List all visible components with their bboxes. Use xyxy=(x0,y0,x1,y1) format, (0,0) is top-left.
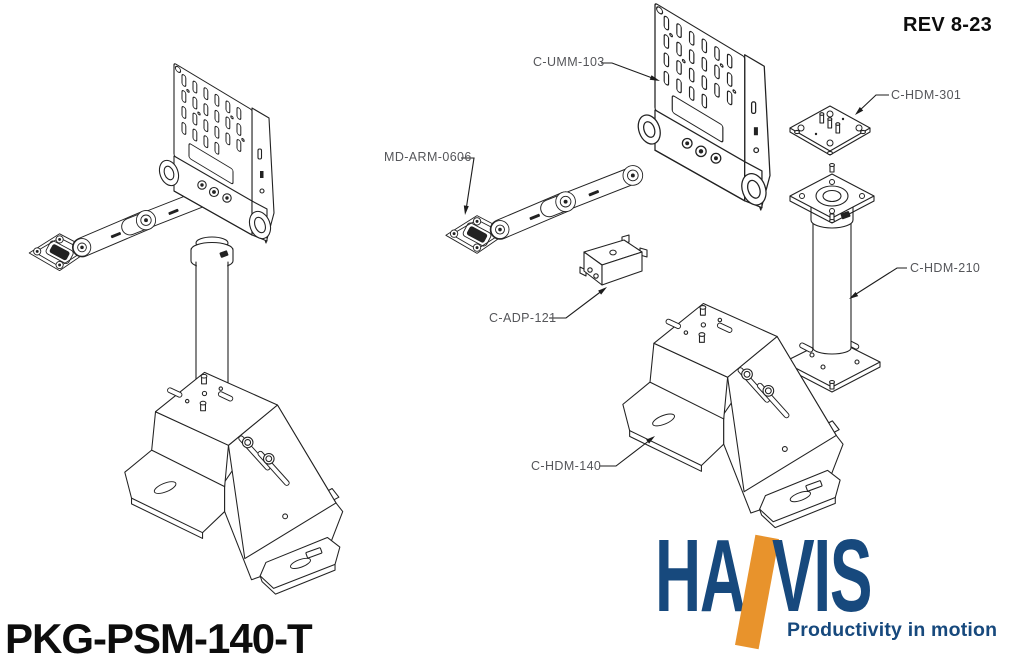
product-code: PKG-PSM-140-T xyxy=(5,615,313,662)
exploded-md-arm-0606-drawing xyxy=(446,166,643,254)
part-label-c-umm-103: C-UMM-103 xyxy=(533,55,605,69)
part-label-c-hdm-210: C-HDM-210 xyxy=(910,261,981,275)
part-label-c-hdm-301: C-HDM-301 xyxy=(891,88,962,102)
revision-label: REV 8-23 xyxy=(903,14,993,36)
assembled-base-drawing xyxy=(124,371,344,595)
exploded-adp-121-drawing xyxy=(579,234,648,286)
part-label-md-arm-0606: MD-ARM-0606 xyxy=(384,150,472,164)
part-label-c-adp-121: C-ADP-121 xyxy=(489,311,557,325)
logo-wordmark-right: VIS xyxy=(772,518,872,633)
exploded-umm-103-drawing xyxy=(633,2,771,211)
havis-logo: HA VIS Productivity in motion xyxy=(650,518,1017,668)
exploded-hdm-140-drawing xyxy=(622,302,844,529)
assembled-pole-drawing xyxy=(190,236,234,400)
exploded-hdm-210-drawing xyxy=(783,162,881,393)
exploded-view-drawing xyxy=(446,2,881,529)
logo-wordmark-left: HA xyxy=(655,518,746,633)
logo-tagline: Productivity in motion xyxy=(787,619,998,641)
assembled-view-drawing xyxy=(29,62,344,595)
part-label-c-hdm-140: C-HDM-140 xyxy=(531,459,602,473)
leader-lines xyxy=(461,62,907,467)
